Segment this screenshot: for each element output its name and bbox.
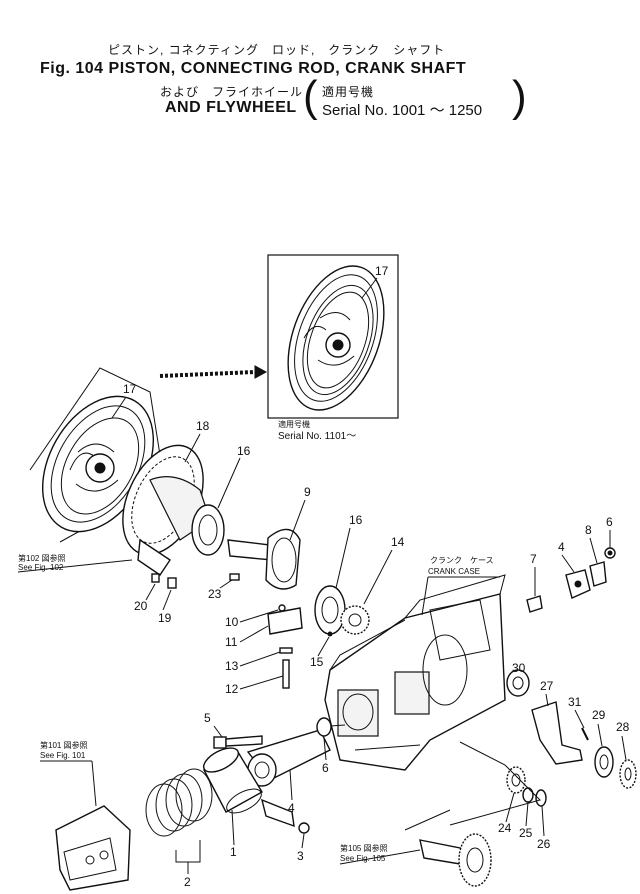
bearing-30: 30 — [506, 661, 530, 697]
washer-25 — [522, 787, 534, 803]
clip-8 — [589, 561, 607, 587]
flywheel-housing: 18 — [122, 419, 211, 576]
callout-27: 27 — [540, 679, 554, 693]
callout-14: 14 — [391, 535, 405, 549]
title-serial-en: Serial No. 1001 ～ 1250 — [322, 102, 483, 119]
shaft-27: 27 — [531, 679, 583, 765]
snap-ring-26 — [535, 789, 547, 807]
title-en-line1: Fig. 104 PISTON, CONNECTING ROD, CRANK S… — [40, 60, 467, 77]
crank-gear-ref: 第105 図参照 See Fig. 105 — [339, 833, 492, 887]
ref-fig101-jp: 第101 図参照 — [40, 740, 88, 750]
title-jp-line1: ピストン, コネクティング ロッド, クランク シャフト — [108, 43, 446, 57]
pin-15 — [327, 631, 333, 637]
callout-4b: 4 — [288, 801, 295, 815]
callout-23: 23 — [208, 587, 222, 601]
callout-5: 5 — [204, 711, 211, 725]
serial-close-paren: ) — [512, 72, 527, 121]
callout-30: 30 — [512, 661, 526, 675]
callout-8: 8 — [585, 523, 592, 537]
callout-20: 20 — [134, 599, 148, 613]
inset-serial-jp: 適用号機 — [278, 419, 310, 429]
callout-1: 1 — [230, 845, 237, 859]
piston: 1 — [203, 747, 295, 859]
inset-flywheel-box: 17 適用号機 Serial No. 1101～ — [267, 254, 399, 442]
arrow-icon — [159, 365, 268, 379]
crank-case-jp: クランク ケース — [430, 556, 494, 565]
ref-fig102-en: See Fig. 102 — [18, 563, 64, 572]
callout-31: 31 — [568, 695, 582, 709]
callout-26: 26 — [537, 837, 551, 851]
bearing-shell-6b — [316, 717, 332, 737]
callout-6b: 6 — [322, 761, 329, 775]
bearing-cap-group: 10 11 13 12 — [225, 604, 303, 696]
callout-29: 29 — [592, 708, 606, 722]
key-23 — [229, 573, 240, 581]
callout-11: 11 — [225, 635, 238, 649]
piston-rings: 2 — [145, 768, 213, 889]
bolt-5: 5 — [204, 711, 263, 749]
ref-fig105-en: See Fig. 105 — [340, 854, 386, 863]
bearing-29: 29 — [592, 708, 614, 778]
crank-shaft: 9 — [227, 485, 311, 590]
bushing-7 — [526, 595, 543, 613]
serial-open-paren: ( — [303, 72, 318, 121]
callout-12: 12 — [225, 682, 239, 696]
callout-24: 24 — [498, 821, 512, 835]
callout-17-inset: 17 — [375, 264, 389, 278]
gear-24 — [506, 766, 526, 794]
callout-10: 10 — [225, 615, 239, 629]
callout-13: 13 — [225, 659, 239, 673]
callout-6a: 6 — [606, 515, 613, 529]
inset-serial-en: Serial No. 1101～ — [278, 431, 356, 442]
callout-16a: 16 — [237, 444, 251, 458]
callout-16b: 16 — [349, 513, 363, 527]
ref-fig102-jp: 第102 図参照 — [18, 553, 66, 563]
callout-19: 19 — [158, 611, 172, 625]
title-jp-line2: および フライホイール — [160, 85, 304, 99]
callout-28: 28 — [616, 720, 630, 734]
title-serial-jp: 適用号機 — [322, 85, 375, 99]
bearing-16a: 16 — [191, 444, 251, 556]
callout-25: 25 — [519, 826, 533, 840]
callout-2: 2 — [184, 875, 191, 889]
title-en-line2: AND FLYWHEEL — [165, 99, 297, 116]
crank-case-en: CRANK CASE — [428, 567, 480, 576]
pin-31 — [581, 727, 589, 741]
bolts-19-20: 20 19 — [134, 573, 177, 625]
ref-fig105-jp: 第105 図参照 — [340, 843, 388, 853]
connecting-rod: 4 — [246, 729, 331, 815]
callout-4a: 4 — [558, 540, 565, 554]
gear-28: 28 — [616, 720, 637, 789]
callout-7: 7 — [530, 552, 537, 566]
crank-case: クランク ケース CRANK CASE — [324, 556, 506, 771]
ref-fig101-en: See Fig. 101 — [40, 751, 86, 760]
callout-15: 15 — [310, 655, 324, 669]
callout-9: 9 — [304, 485, 311, 499]
circlip-3 — [298, 822, 310, 834]
bearing-16b: 16 — [314, 513, 363, 635]
callout-18: 18 — [196, 419, 210, 433]
callout-3: 3 — [297, 849, 304, 863]
cylinder-head-ref: 第101 図参照 See Fig. 101 — [40, 740, 131, 891]
gear-14: 14 — [340, 535, 405, 635]
callout-17: 17 — [123, 382, 137, 396]
